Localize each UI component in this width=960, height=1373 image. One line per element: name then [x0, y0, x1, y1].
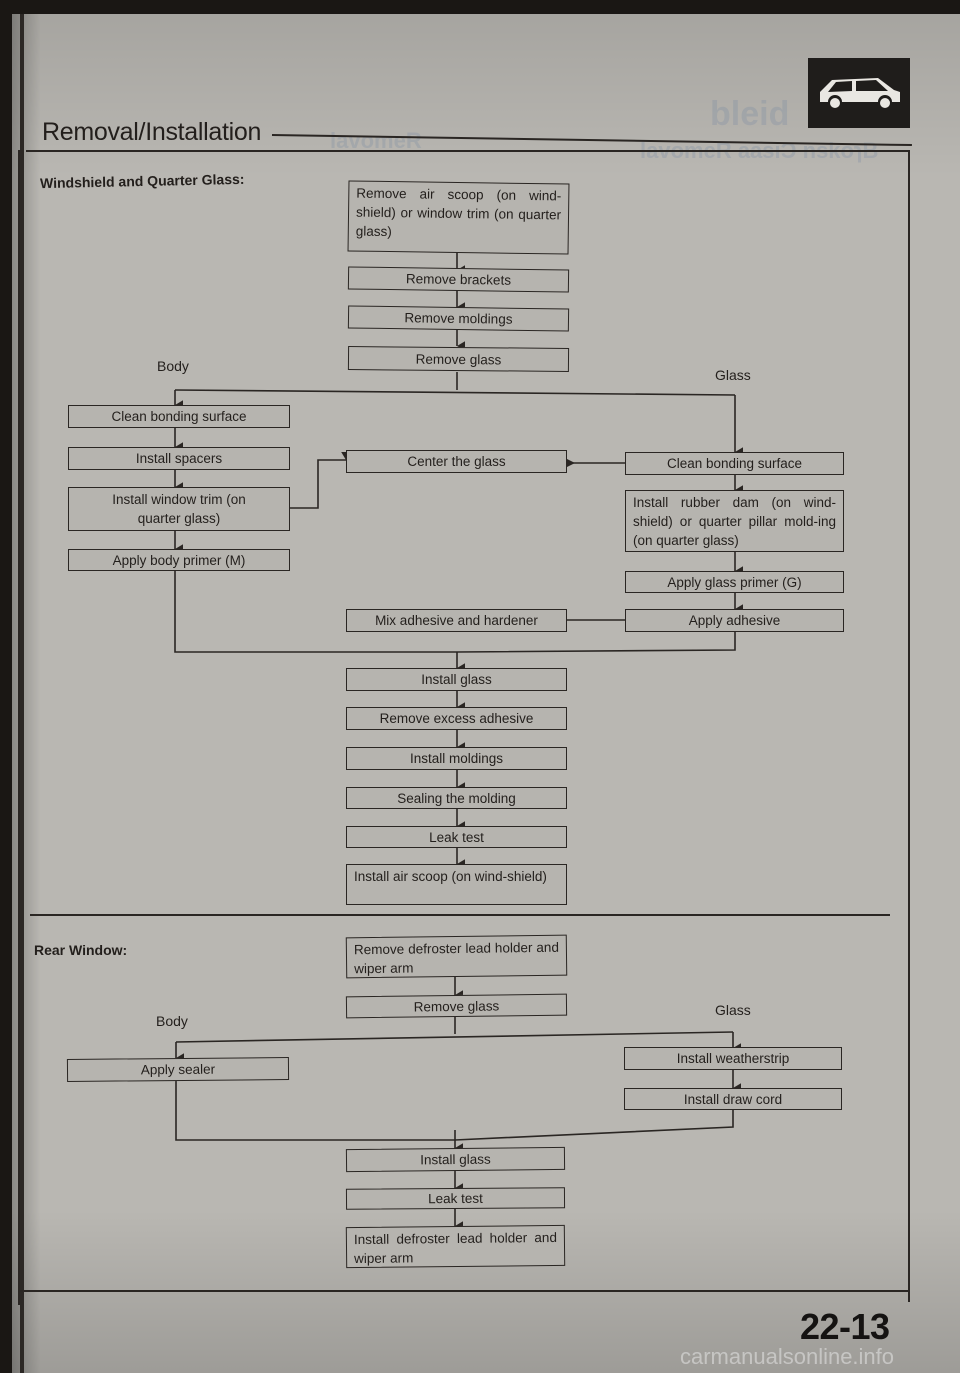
page-title: Removal/Installation [42, 118, 262, 146]
body-label: Body [157, 358, 189, 374]
car-body-icon [820, 78, 900, 108]
step-clean-bonding-surface-body: Clean bonding surface [68, 405, 290, 428]
step-apply-body-primer: Apply body primer (M) [68, 549, 290, 571]
step-leak-test-rear: Leak test [345, 1187, 566, 1210]
bleed-through-text: lavomeR [330, 128, 422, 153]
content-frame-bottom [18, 1290, 910, 1292]
step-install-draw-cord: Install draw cord [624, 1088, 842, 1110]
watermark: carmanualsonline.info [680, 1344, 895, 1369]
content-frame [26, 150, 910, 1302]
step-center-the-glass: Center the glass [346, 450, 567, 473]
step-install-window-trim: Install window trim (on quarter glass) [68, 487, 290, 531]
step-install-spacers: Install spacers [68, 447, 290, 470]
step-install-defroster-lead-holder: Install defroster lead holder and wiper … [345, 1224, 566, 1269]
step-mix-adhesive: Mix adhesive and hardener [346, 609, 567, 632]
body-label-rear: Body [156, 1013, 188, 1029]
step-apply-adhesive: Apply adhesive [625, 609, 844, 632]
section-icon-box [808, 58, 910, 128]
section-divider [30, 914, 890, 916]
glass-label: Glass [715, 367, 751, 383]
step-remove-excess-adhesive: Remove excess adhesive [346, 707, 567, 730]
rear-window-section-title: Rear Window: [34, 942, 128, 958]
page-number: 22-13 [800, 1306, 890, 1347]
binding-spine [20, 14, 24, 1373]
step-install-air-scoop: Install air scoop (on wind-shield) [346, 864, 567, 905]
step-remove-glass-rear: Remove glass [345, 993, 568, 1019]
step-remove-glass: Remove glass [347, 346, 570, 372]
step-install-glass: Install glass [346, 668, 567, 691]
step-apply-sealer: Apply sealer [66, 1057, 290, 1082]
step-remove-air-scoop: Remove air scoop (on wind-shield) or win… [347, 180, 570, 255]
glass-label-rear: Glass [715, 1002, 751, 1018]
step-remove-moldings: Remove moldings [347, 305, 570, 332]
content-frame-left [18, 150, 20, 1305]
step-remove-defroster-lead-holder: Remove defroster lead holder and wiper a… [345, 934, 568, 979]
step-clean-bonding-surface-glass: Clean bonding surface [625, 452, 844, 475]
step-apply-glass-primer: Apply glass primer (G) [625, 571, 844, 593]
step-remove-brackets: Remove brackets [347, 266, 570, 293]
step-install-weatherstrip: Install weatherstrip [624, 1047, 842, 1070]
step-install-moldings: Install moldings [346, 747, 567, 770]
step-install-glass-rear: Install glass [345, 1146, 566, 1173]
step-install-rubber-dam: Install rubber dam (on wind-shield) or q… [625, 490, 844, 552]
step-sealing-the-molding: Sealing the molding [346, 787, 567, 809]
step-leak-test: Leak test [346, 826, 567, 848]
bleed-through-text: bleid [710, 95, 790, 133]
